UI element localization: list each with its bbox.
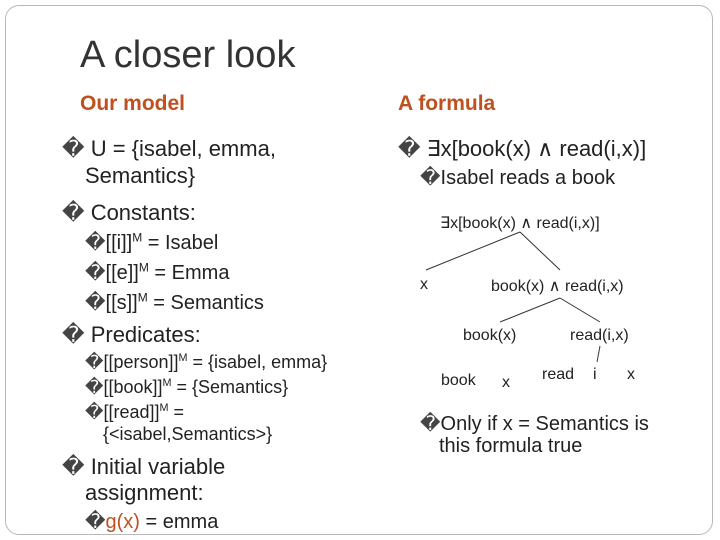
universe-item: � U = {isabel, emma,: [62, 136, 276, 162]
constant-i-term: [[i]]: [105, 232, 133, 254]
slide-frame: [5, 5, 713, 535]
sub-bullet-icon: �: [85, 260, 106, 284]
sub-bullet-icon: �: [85, 352, 104, 373]
model-superscript: M: [159, 402, 169, 414]
initial-assignment-line-2: assignment:: [85, 480, 204, 505]
sub-bullet-icon: �: [85, 509, 106, 533]
formula-main: ∃x[book(x) ∧ read(i,x)]: [426, 136, 647, 161]
formula-gloss-item: �Isabel reads a book: [420, 165, 615, 190]
sub-bullet-icon: �: [85, 377, 104, 398]
constant-e-term: [[e]]: [105, 262, 139, 284]
assignment-g-label: g(x): [105, 511, 140, 533]
predicate-person-term: [[person]]: [103, 352, 179, 372]
model-superscript: M: [132, 230, 143, 245]
constant-s-term: [[s]]: [105, 292, 138, 314]
predicate-read-equals: =: [168, 402, 185, 422]
constants-item: � Constants:: [62, 200, 196, 226]
tree-edge-root-x: [425, 231, 521, 271]
sub-bullet-icon: �: [420, 165, 441, 189]
bullet-icon: �: [62, 137, 85, 162]
tree-node-conj: book(x) ∧ read(i,x): [491, 278, 624, 295]
constant-s: �[[s]]M = Semantics: [85, 290, 264, 315]
predicate-read: �[[read]]M =: [85, 402, 184, 423]
model-superscript: M: [137, 290, 148, 305]
predicate-book: �[[book]]M = {Semantics}: [85, 377, 288, 398]
tree-leaf-i: i: [593, 366, 597, 383]
formula-gloss: Isabel reads a book: [440, 167, 616, 189]
tree-node-bookx: book(x): [463, 327, 517, 344]
bullet-icon: �: [398, 137, 421, 162]
constants-label: Constants:: [90, 200, 196, 225]
bullet-icon: �: [62, 201, 85, 226]
tree-leaf-read: read: [542, 366, 575, 383]
sub-bullet-icon: �: [85, 402, 104, 423]
tree-node-root: ∃x[book(x) ∧ read(i,x)]: [440, 215, 600, 232]
initial-assignment-item: � Initial variable: [62, 454, 225, 480]
formula-item: � ∃x[book(x) ∧ read(i,x)]: [398, 136, 646, 162]
constant-s-value: = Semantics: [147, 292, 264, 314]
bullet-icon: �: [62, 323, 85, 348]
assignment-g-value: = emma: [139, 511, 219, 533]
tree-leaf-x3: x: [627, 366, 635, 383]
slide-title: A closer look: [80, 34, 296, 76]
truth-condition-item: �Only if x = Semantics is: [420, 411, 649, 436]
sub-bullet-icon: �: [85, 290, 106, 314]
tree-edge-root-conj: [519, 231, 561, 271]
sub-bullet-icon: �: [85, 230, 106, 254]
predicate-person: �[[person]]M = {isabel, emma}: [85, 352, 327, 373]
model-superscript: M: [138, 260, 149, 275]
predicate-person-value: = {isabel, emma}: [187, 352, 328, 372]
sub-bullet-icon: �: [420, 411, 441, 435]
predicate-read-term: [[read]]: [103, 402, 160, 422]
constant-i: �[[i]]M = Isabel: [85, 230, 218, 255]
model-superscript: M: [162, 377, 172, 389]
constant-i-value: = Isabel: [142, 232, 219, 254]
predicate-book-value: = {Semantics}: [171, 377, 289, 397]
universe-line-1: U = {isabel, emma,: [90, 136, 276, 161]
constant-e: �[[e]]M = Emma: [85, 260, 229, 285]
bullet-icon: �: [62, 455, 85, 480]
constant-e-value: = Emma: [148, 262, 230, 284]
predicates-label: Predicates:: [90, 322, 201, 347]
predicates-item: � Predicates:: [62, 322, 201, 348]
truth-condition-line-2: this formula true: [439, 435, 583, 457]
predicate-read-value: {<isabel,Semantics>}: [103, 424, 273, 444]
tree-edge-readix-i: [596, 345, 601, 363]
tree-edge-conj-bookx: [499, 297, 561, 323]
tree-leaf-book: book: [441, 372, 476, 389]
universe-line-2: Semantics}: [85, 163, 196, 188]
predicate-book-term: [[book]]: [103, 377, 163, 397]
left-column-heading: Our model: [80, 92, 186, 115]
tree-node-readix: read(i,x): [570, 327, 629, 344]
model-superscript: M: [178, 352, 188, 364]
truth-condition-line-1: Only if x = Semantics is: [440, 413, 649, 435]
tree-edge-conj-readix: [559, 297, 601, 323]
tree-node-x: x: [420, 276, 428, 293]
tree-leaf-x: x: [502, 374, 510, 391]
right-column-heading: A formula: [398, 92, 496, 115]
assignment-g: �g(x) = emma: [85, 509, 218, 534]
initial-assignment-line-1: Initial variable: [90, 454, 226, 479]
